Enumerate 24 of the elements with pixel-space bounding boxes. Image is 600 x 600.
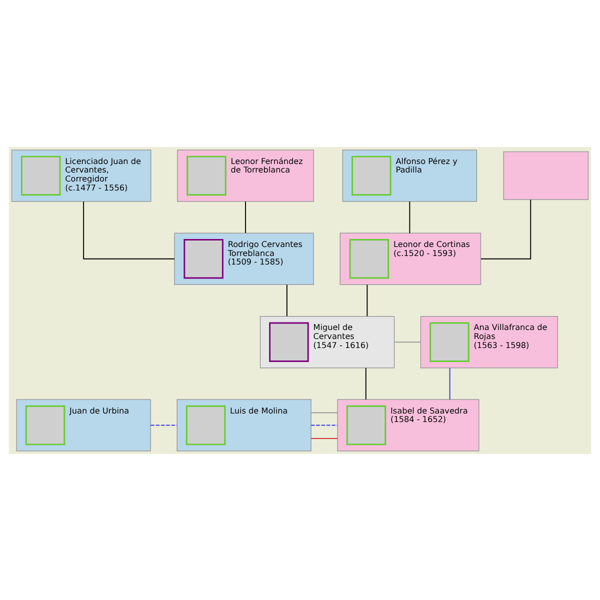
connector	[480, 198, 532, 259]
connector	[310, 424, 338, 426]
connector	[83, 200, 175, 259]
node-box: Juan de Urbina	[16, 398, 151, 451]
node-box: Leonor Fernández de Torreblanca	[177, 149, 314, 202]
connector	[449, 366, 450, 400]
connector	[150, 424, 178, 426]
node-box: Leonor de Cortinas (c.1520 - 1593)	[340, 232, 482, 285]
node-box	[503, 150, 589, 200]
connector	[409, 200, 410, 234]
node-box: Ana Villafranca de Rojas (1563 - 1598)	[420, 315, 558, 368]
node-box: Licenciado Juan de Cervantes, Corregidor (c.1477 - 1556)	[11, 149, 152, 202]
connector	[310, 438, 338, 439]
connector	[366, 284, 368, 316]
node-box: Miguel de Cervantes (1547 - 1616)	[260, 315, 395, 368]
connector	[310, 412, 338, 413]
connector	[394, 341, 422, 342]
node-box: Luis de Molina	[176, 398, 312, 451]
connector	[286, 284, 288, 316]
node-box: Isabel de Saavedra (1584 - 1652)	[337, 398, 480, 451]
connector	[365, 366, 366, 400]
connector	[245, 200, 246, 234]
node-box: Alfonso Pérez y Padilla	[342, 149, 478, 202]
node-box: Rodrigo Cervantes Torreblanca (1509 - 1585)	[174, 232, 314, 285]
